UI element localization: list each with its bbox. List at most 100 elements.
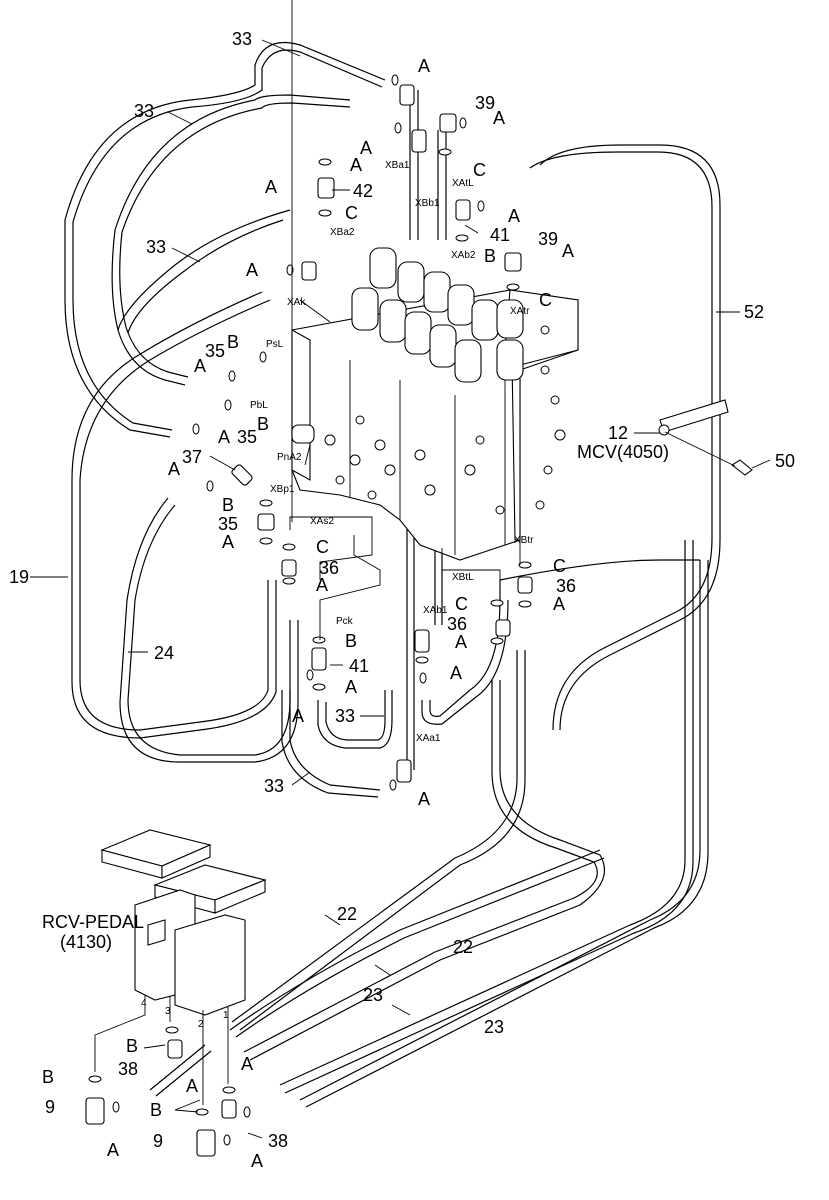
- callout-a: A: [186, 1076, 198, 1096]
- callout-a: A: [350, 155, 362, 175]
- hose-33-upper-left: [64, 41, 386, 438]
- rcv-pedal: [100, 829, 267, 1016]
- callout-b: B: [126, 1036, 138, 1056]
- rcv-pedal-number: (4130): [60, 932, 112, 952]
- callout-b: B: [222, 495, 234, 515]
- callout-36: 36: [319, 558, 339, 578]
- port-xbb1: XBb1: [415, 198, 440, 209]
- callout-a: A: [292, 706, 304, 726]
- callout-a: A: [450, 663, 462, 683]
- port-labels: XBa1 XBb1 XAtL XBa2 XAb2 XAtr XAk PsL Pb…: [250, 160, 534, 744]
- callout-b: B: [227, 332, 239, 352]
- callout-22: 22: [453, 937, 473, 957]
- leader-lines: [30, 0, 771, 1139]
- callout-a: A: [241, 1054, 253, 1074]
- callout-b: B: [42, 1067, 54, 1087]
- callout-a: A: [107, 1140, 119, 1160]
- port-xab2: XAb2: [451, 250, 476, 261]
- callout-a: A: [194, 356, 206, 376]
- callout-39: 39: [475, 93, 495, 113]
- callout-38: 38: [118, 1059, 138, 1079]
- port-xaa1: XAa1: [416, 733, 441, 744]
- callout-35: 35: [218, 514, 238, 534]
- callout-a: A: [222, 532, 234, 552]
- mcv-solenoid-caps: [351, 247, 524, 383]
- callout-12: 12: [608, 423, 628, 443]
- mcv-port-holes: [324, 325, 566, 515]
- port-xatr: XAtr: [510, 306, 530, 317]
- callout-b: B: [484, 246, 496, 266]
- bolt: [664, 431, 753, 476]
- o-rings: [88, 74, 532, 1146]
- seal-letter-callouts: A A A A A A A A A A A A A A A A A A A A …: [42, 56, 574, 1171]
- port-pna2: PnA2: [277, 452, 302, 463]
- callout-b: B: [150, 1100, 162, 1120]
- callout-a: A: [493, 108, 505, 128]
- callout-52: 52: [744, 302, 764, 322]
- callout-a: A: [265, 177, 277, 197]
- callout-9: 9: [45, 1097, 55, 1117]
- pedal-port-2: 2: [198, 1019, 204, 1030]
- callout-35: 35: [205, 341, 225, 361]
- port-pck: Pck: [336, 616, 354, 627]
- callout-a: A: [360, 138, 372, 158]
- fittings: [85, 84, 533, 1157]
- callout-23: 23: [484, 1017, 504, 1037]
- callout-c: C: [455, 594, 468, 614]
- pedal-port-numbers: 4 3 2 1: [141, 998, 229, 1030]
- callout-33: 33: [264, 776, 284, 796]
- port-pbl: PbL: [250, 400, 268, 411]
- callout-a: A: [508, 206, 520, 226]
- callout-22: 22: [337, 904, 357, 924]
- port-xba1: XBa1: [385, 160, 410, 171]
- callout-a: A: [316, 575, 328, 595]
- callout-23: 23: [363, 985, 383, 1005]
- callout-b: B: [257, 414, 269, 434]
- rcv-pedal-label: RCV-PEDAL: [42, 912, 144, 932]
- port-xbp1: XBp1: [270, 484, 295, 495]
- callout-41: 41: [349, 656, 369, 676]
- callout-38: 38: [268, 1131, 288, 1151]
- port-psl: PsL: [266, 339, 284, 350]
- port-xas2: XAs2: [310, 516, 334, 527]
- pilot-fitting: [291, 424, 315, 444]
- callout-b: B: [345, 631, 357, 651]
- callout-a: A: [345, 677, 357, 697]
- callout-a: A: [562, 241, 574, 261]
- hose-33-third: [117, 209, 291, 334]
- port-xak: XAk: [287, 297, 306, 308]
- hose-19: [71, 291, 277, 739]
- callout-c: C: [345, 203, 358, 223]
- port-xbtl: XBtL: [452, 572, 474, 583]
- clamp-bracket: [658, 399, 729, 436]
- callout-33: 33: [232, 29, 252, 49]
- callout-33: 33: [335, 706, 355, 726]
- hose-33-lower: [281, 690, 393, 798]
- callout-9: 9: [153, 1131, 163, 1151]
- callout-c: C: [539, 290, 552, 310]
- callout-a: A: [418, 789, 430, 809]
- callout-36: 36: [447, 614, 467, 634]
- pedal-port-3: 3: [165, 1006, 171, 1017]
- hose-33-second: [111, 94, 351, 386]
- callout-33: 33: [146, 237, 166, 257]
- hose-23: [279, 540, 709, 1108]
- callout-24: 24: [154, 643, 174, 663]
- port-xba2: XBa2: [330, 227, 355, 238]
- callout-42: 42: [353, 181, 373, 201]
- port-xbtr: XBtr: [514, 535, 534, 546]
- callout-a: A: [553, 594, 565, 614]
- pedal-port-4: 4: [141, 998, 147, 1009]
- hose-52: [529, 144, 721, 731]
- port-xatl: XAtL: [452, 178, 474, 189]
- callout-c: C: [553, 556, 566, 576]
- component-labels: MCV(4050) RCV-PEDAL (4130): [42, 442, 669, 952]
- callout-36: 36: [556, 576, 576, 596]
- callout-a: A: [418, 56, 430, 76]
- pedal-port-1: 1: [223, 1010, 229, 1021]
- callout-c: C: [316, 537, 329, 557]
- callout-a: A: [251, 1151, 263, 1171]
- mcv-label: MCV(4050): [577, 442, 669, 462]
- callout-37: 37: [182, 447, 202, 467]
